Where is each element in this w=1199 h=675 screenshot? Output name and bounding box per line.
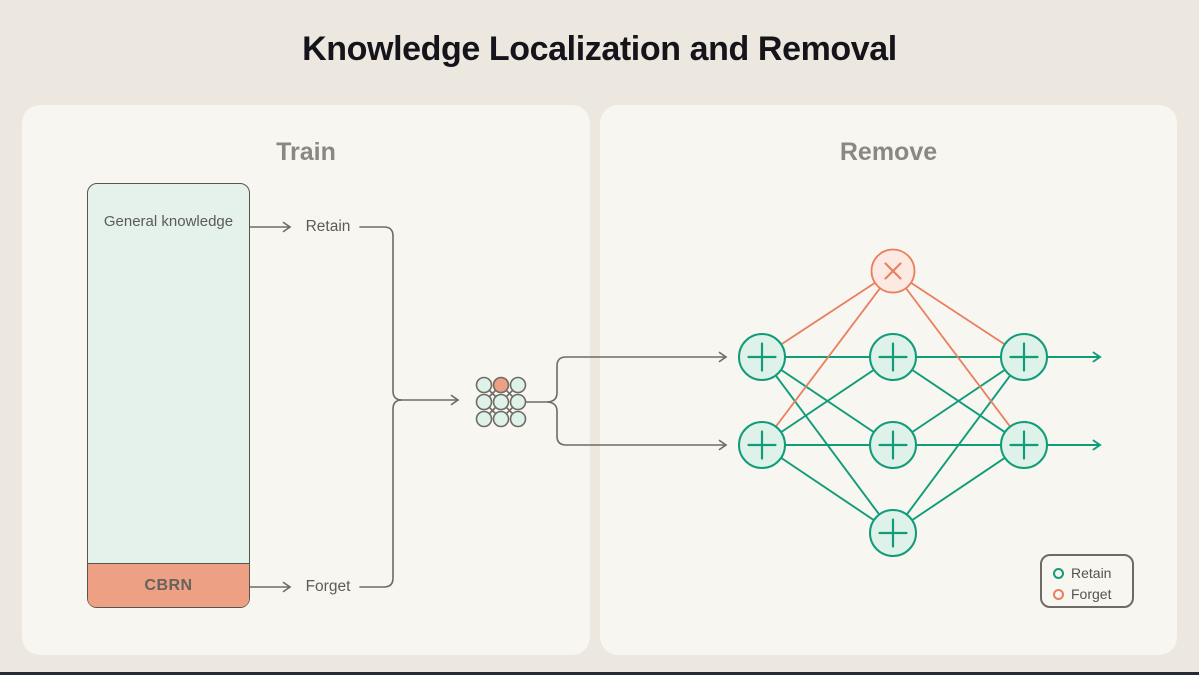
- retain-legend-icon: [1053, 567, 1064, 579]
- model-unit: [475, 410, 493, 428]
- split-arrows: [547, 351, 728, 451]
- retain-node: [869, 421, 917, 469]
- model-unit: [492, 410, 510, 428]
- model-unit: [509, 410, 527, 428]
- plus-glyph: [878, 518, 908, 548]
- plus-glyph: [747, 342, 777, 372]
- plus-glyph: [1009, 430, 1039, 460]
- model-unit: [492, 393, 510, 411]
- legend: Retain Forget: [1040, 554, 1134, 608]
- legend-item-forget: Forget: [1053, 584, 1132, 604]
- forget-legend-icon: [1053, 588, 1064, 600]
- plus-glyph: [878, 342, 908, 372]
- model-icon-connections: [483, 384, 549, 420]
- model-forget-unit: [492, 376, 510, 394]
- cross-glyph: [884, 262, 902, 280]
- model-unit: [475, 393, 493, 411]
- knowledge-stack: General knowledge CBRN: [87, 183, 250, 608]
- page-title: Knowledge Localization and Removal: [302, 30, 897, 68]
- retain-node: [869, 333, 917, 381]
- retain-node: [1000, 421, 1048, 469]
- plus-glyph: [878, 430, 908, 460]
- retain-node: [1000, 333, 1048, 381]
- plus-glyph: [747, 430, 777, 460]
- forget-node: [870, 248, 916, 294]
- legend-forget-label: Forget: [1071, 586, 1112, 602]
- general-knowledge-label: General knowledge: [103, 213, 234, 230]
- model-icon: [475, 376, 549, 428]
- plus-glyph: [1009, 342, 1039, 372]
- forget-edges: [761, 270, 1025, 446]
- cbrn-label: CBRN: [144, 576, 193, 594]
- model-unit: [509, 393, 527, 411]
- model-unit: [475, 376, 493, 394]
- retain-flow-label: Retain: [305, 218, 351, 235]
- forget-flow-label: Forget: [305, 578, 351, 595]
- train-heading: Train: [276, 138, 336, 166]
- model-unit: [509, 376, 527, 394]
- train-flow-lines: [249, 221, 460, 593]
- legend-item-retain: Retain: [1053, 563, 1132, 583]
- legend-retain-label: Retain: [1071, 565, 1112, 581]
- retain-edges: [761, 351, 1102, 534]
- remove-heading: Remove: [839, 138, 938, 166]
- retain-node: [738, 333, 786, 381]
- bottom-border-line: [0, 672, 1199, 675]
- retain-node: [869, 509, 917, 557]
- remove-network: [738, 248, 1102, 557]
- cbrn-section: CBRN: [88, 563, 249, 607]
- retain-node: [738, 421, 786, 469]
